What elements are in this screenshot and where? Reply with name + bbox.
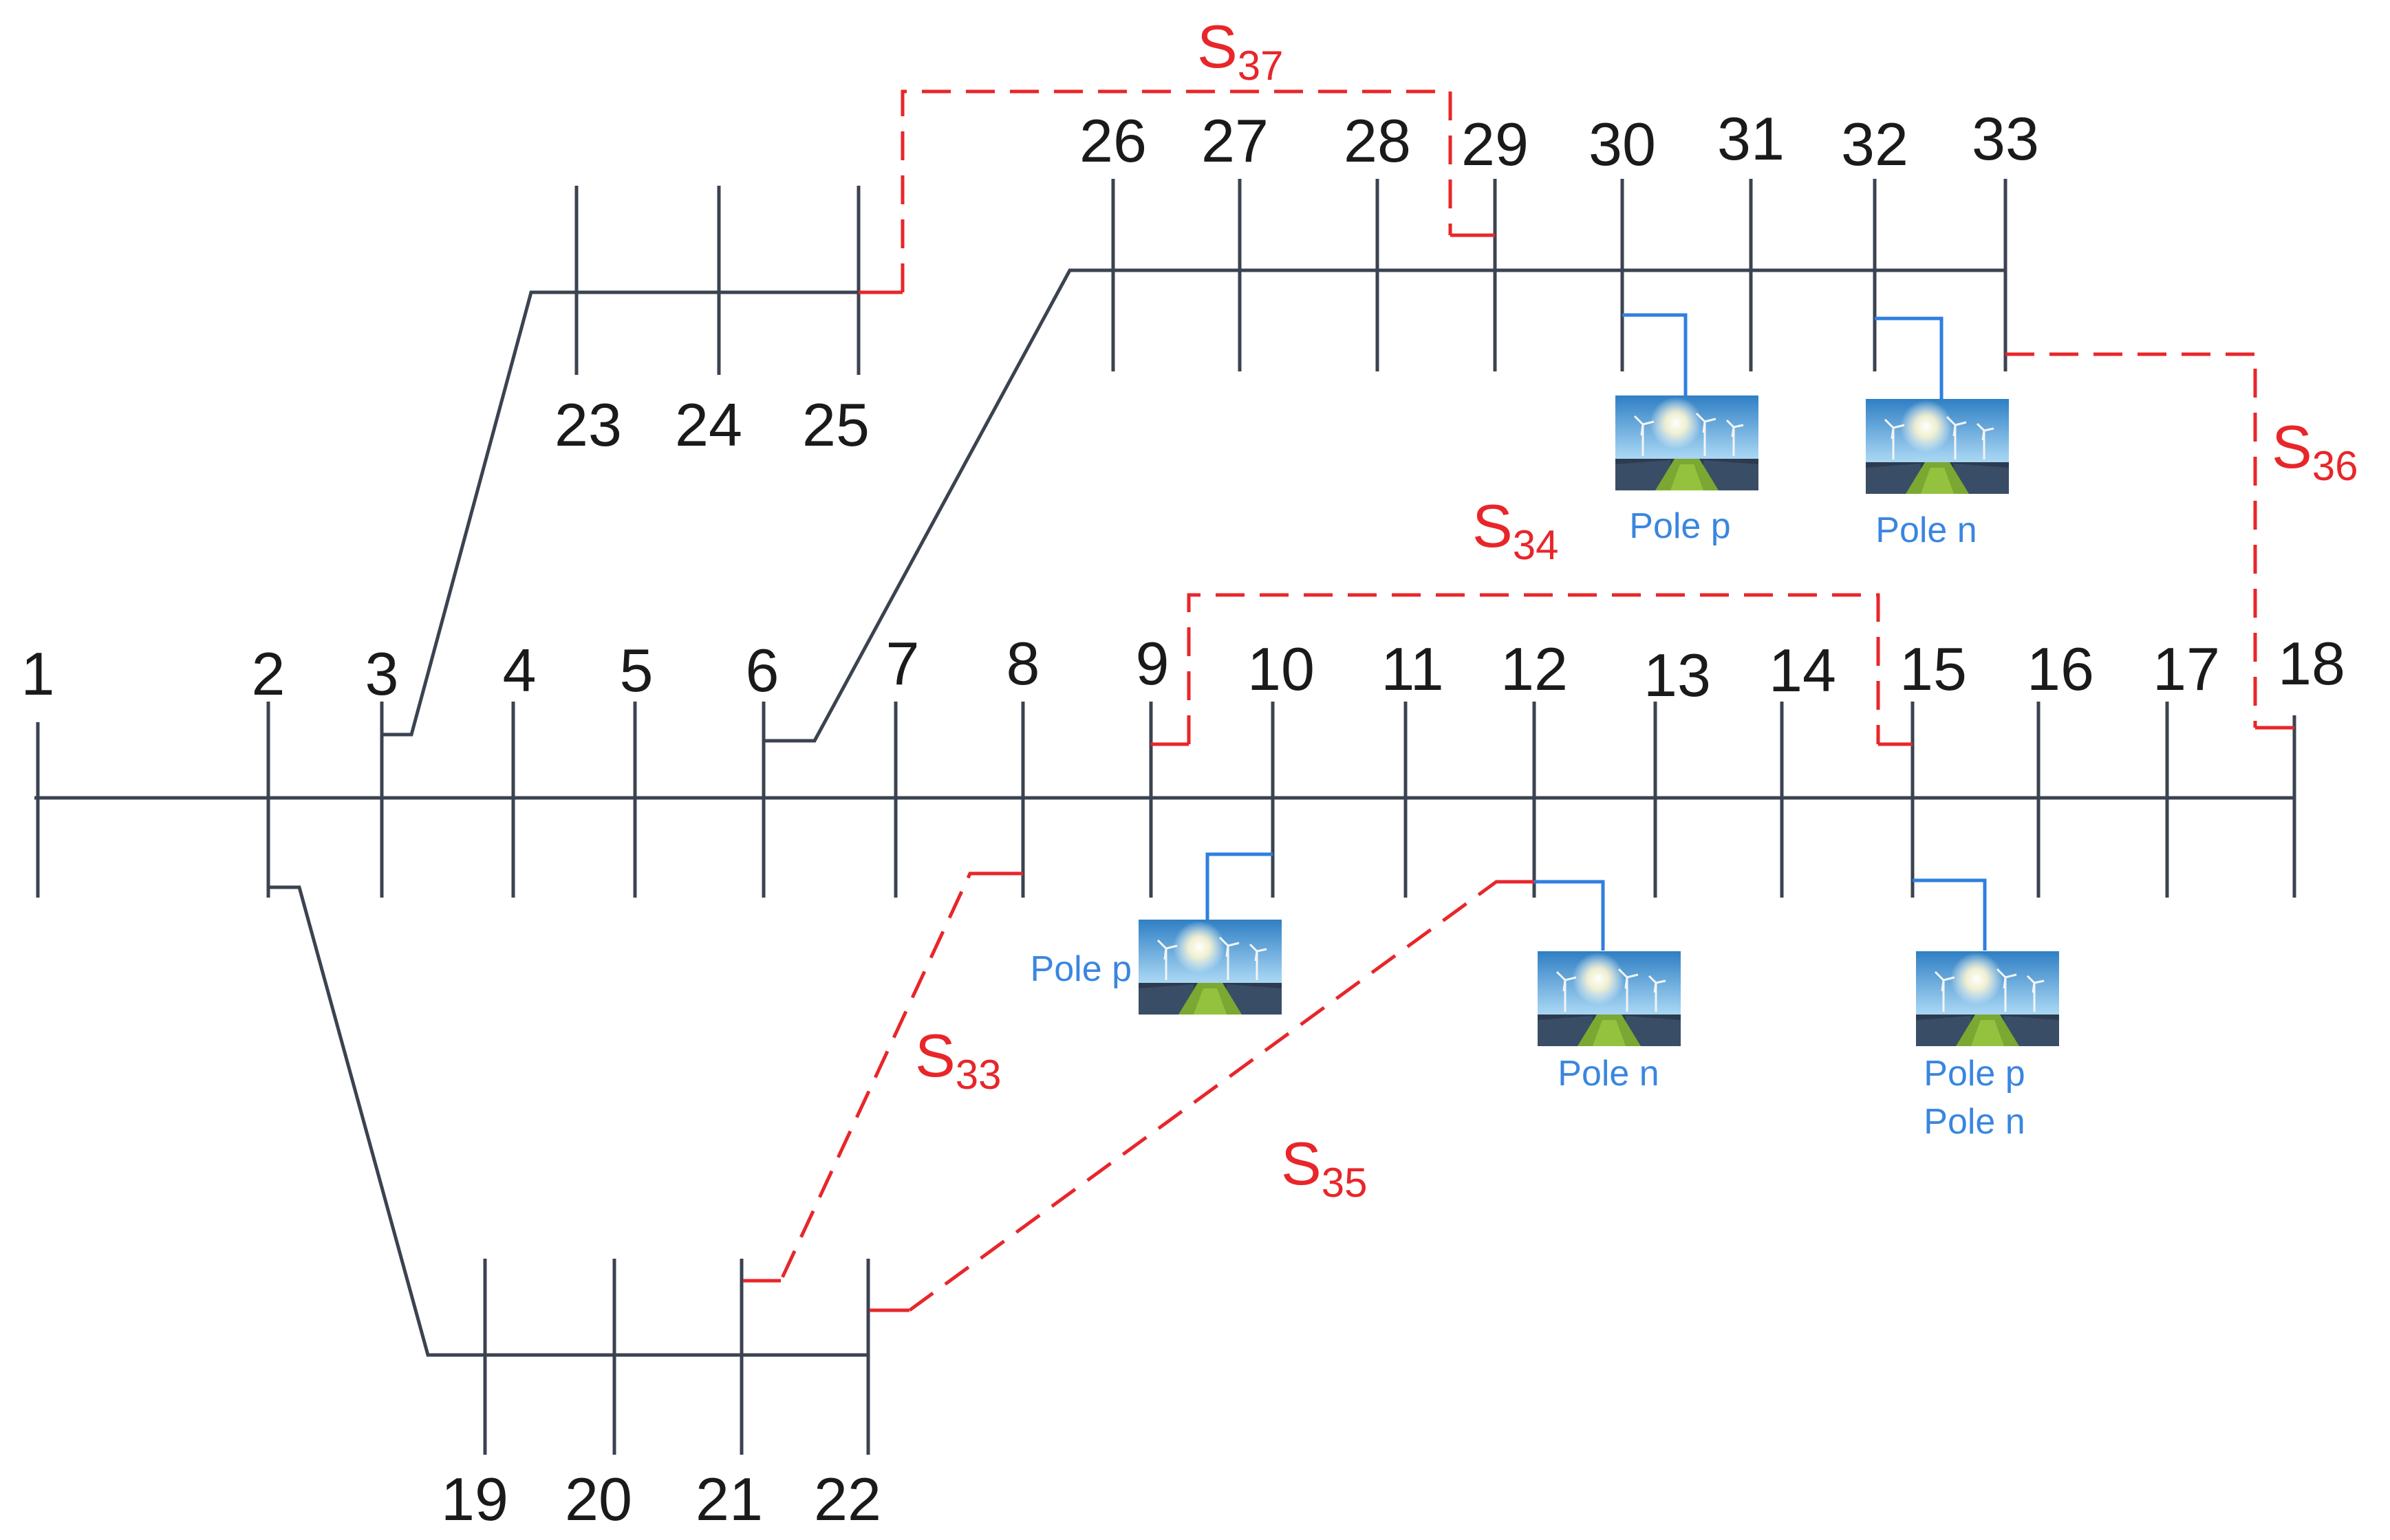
bus-label-2: 2 [252,640,286,708]
dg15-label-1: Pole p [1924,1054,2025,1094]
bus-label-22: 22 [814,1465,881,1533]
bus-label-16: 16 [2027,635,2094,703]
tie-switch-s36[interactable] [2005,352,2294,730]
bus-label-29: 29 [1461,110,1529,178]
solar-wind-dg-icon [1137,918,1283,1016]
bus-label-15: 15 [1899,635,1967,703]
bus-label-20: 20 [565,1465,632,1533]
s37-label: S37 [1197,12,1283,89]
bus-label-26: 26 [1079,107,1147,175]
tie-switch-s33[interactable] [743,871,1023,1283]
tie-switch-s34[interactable] [1151,593,1913,746]
bus-label-33: 33 [1972,105,2039,173]
bus-label-8: 8 [1006,629,1040,697]
dg-links [1205,313,1987,951]
solar-wind-dg-icon [1614,394,1760,492]
tie-switch-s35[interactable] [870,880,1534,1312]
bus-label-1: 1 [21,640,55,708]
switch-labels: S33 S34 S35 S36 S37 [915,12,2358,1206]
bus-label-27: 27 [1201,107,1269,175]
bus-label-31: 31 [1717,105,1785,173]
bus-ticks-main [36,702,2296,898]
bus-label-14: 14 [1769,636,1836,704]
bus-label-18: 18 [2278,629,2345,697]
bus-label-17: 17 [2153,635,2220,703]
bus-label-13: 13 [1644,641,1711,709]
lateral-23-25 [382,186,861,737]
solar-wind-dg-icon [1915,950,2060,1048]
bus-labels: 1 2 3 4 5 6 7 8 9 10 11 12 13 14 15 16 1… [21,105,2345,1533]
bus-label-5: 5 [620,636,654,704]
bus-label-23: 23 [555,391,622,459]
bus-label-25: 25 [802,391,870,459]
s34-label: S34 [1472,492,1558,568]
bus-label-19: 19 [441,1465,508,1533]
dg30-label: Pole p [1629,506,1730,546]
bus-label-21: 21 [696,1465,763,1533]
bus-label-30: 30 [1589,110,1656,178]
bus-label-11: 11 [1381,635,1443,703]
dg-labels: Pole p Pole n Pole p Pole n Pole p Pole … [1031,506,2025,1142]
tie-switch-s37[interactable] [859,89,1495,294]
dg10-label: Pole p [1031,949,1132,989]
s33-label: S33 [915,1021,1001,1098]
dg15-label-2: Pole n [1924,1102,2025,1142]
bus-label-10: 10 [1247,635,1315,703]
bus-label-12: 12 [1500,635,1568,703]
solar-wind-dg-icon [1536,950,1682,1048]
bus-label-9: 9 [1136,629,1170,697]
bus-label-6: 6 [746,636,779,704]
dg12-label: Pole n [1558,1054,1659,1094]
lateral-26-33 [764,179,2007,743]
bus-label-32: 32 [1841,110,1908,178]
solar-wind-dg-icon [1864,398,2010,495]
bus-label-4: 4 [503,636,537,704]
bus-label-3: 3 [365,640,399,708]
s36-label: S36 [2272,413,2358,489]
bus-label-28: 28 [1344,107,1411,175]
bus-label-24: 24 [675,391,742,459]
bus-label-7: 7 [886,629,920,697]
dg32-label: Pole n [1875,510,1977,550]
lateral-19-22 [268,885,870,1455]
s35-label: S35 [1281,1129,1367,1206]
